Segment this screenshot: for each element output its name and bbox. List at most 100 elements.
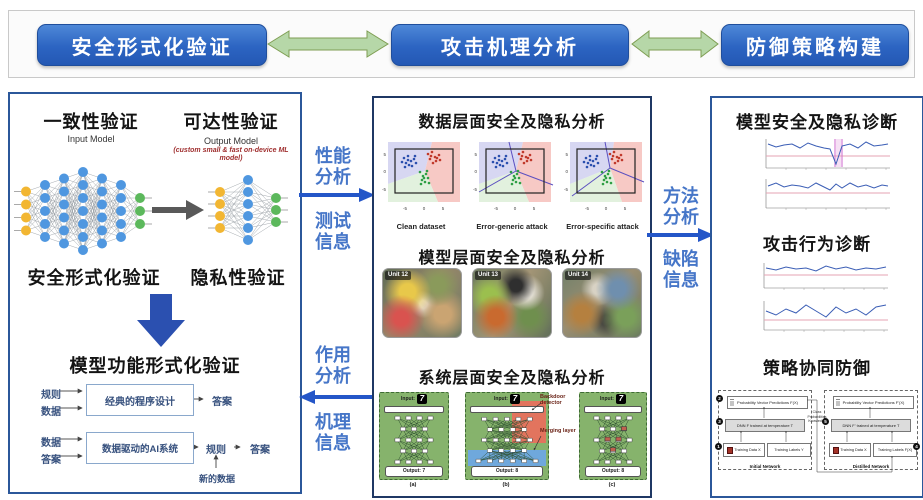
svg-text:5: 5 (533, 206, 536, 211)
input-label: Input: (600, 396, 614, 402)
heading-reachability-verification: 可达性验证 (183, 112, 279, 132)
connector-performance-line1: 性能 (315, 146, 351, 166)
heading-model-diagnosis: 模型安全及隐私诊断 (736, 113, 898, 132)
digit-image: 7 (615, 394, 626, 404)
dnn-box: DNN F trained at temperature T (725, 419, 805, 432)
diagnosis-chart-1 (765, 139, 890, 170)
heading-model-level-analysis: 模型层面安全及隐私分析 (418, 250, 606, 267)
feature-visualization-image: Unit 14 (562, 268, 642, 338)
feature-visualization-image: Unit 12 (382, 268, 462, 338)
network-c-svg (593, 415, 633, 465)
connector-defect-line2: 信息 (663, 270, 699, 290)
svg-text:5: 5 (442, 206, 445, 211)
double-arrow-icon (267, 30, 389, 58)
svg-text:-5: -5 (564, 187, 568, 192)
connector-performance-line2: 分析 (315, 167, 351, 187)
svg-text:0: 0 (565, 169, 568, 174)
caption-a: (a) (409, 482, 417, 488)
input-bar (384, 406, 444, 413)
svg-text:5: 5 (383, 152, 386, 157)
svg-text:0: 0 (423, 206, 426, 211)
data-icon (833, 446, 840, 454)
svg-text:-5: -5 (494, 206, 498, 211)
caption-error-specific: Error-specific attack (566, 222, 639, 231)
heading-security-verification: 安全形式化验证 (27, 268, 161, 288)
small-network-svg (208, 175, 288, 245)
double-arrow-icon (631, 29, 719, 59)
heading-privacy-verification: 隐私性验证 (190, 268, 286, 288)
connector-effect-line2: 分析 (315, 366, 351, 386)
distill-distilled-network: Probability Vector Predictions F'(X) DNN… (822, 390, 920, 470)
left-panel-formal-verification: 一致性验证 可达性验证 Input Model Output Model (cu… (8, 92, 302, 494)
svg-text:-5: -5 (403, 206, 407, 211)
training-data-label: Training Data X (734, 448, 761, 452)
flow-label-answer: 答案 (212, 397, 232, 408)
connector-test-line1: 测试 (315, 211, 351, 231)
connector-method-line1: 方法 (663, 186, 699, 206)
network-a-svg (394, 415, 434, 465)
poisoned-nodes (604, 426, 627, 452)
unit-label: Unit 12 (385, 271, 412, 280)
heading-attack-diagnosis: 攻击行为诊断 (763, 235, 871, 254)
input-row: Input: 7 (580, 394, 646, 404)
data-icon (727, 446, 734, 454)
digit-image: 7 (509, 394, 520, 404)
attack-chart-1 (763, 263, 888, 290)
flow-arrows-svg (60, 388, 241, 468)
scatter-error-specific: 5 0 -5 -5 0 5 (564, 141, 645, 211)
flow-label-answer2: 答案 (41, 455, 61, 466)
input-model-label: Input Model (67, 134, 115, 144)
gray-arrow-icon (152, 200, 204, 220)
training-data-box: Training Data X (829, 443, 871, 457)
initial-network-caption: Initial Network (749, 464, 781, 469)
output-bar: Output: 7 (385, 466, 443, 477)
left-arrow-icon (299, 390, 375, 404)
pvp-box: Probability Vector Predictions F(X) (727, 396, 808, 409)
big-network-svg (14, 167, 152, 255)
step-4-badge: 4 (913, 443, 920, 450)
distilled-network-caption: Distilled Network (852, 464, 890, 469)
training-labels-box: Training Labels Y (767, 443, 811, 457)
input-bar (470, 406, 544, 413)
right-panel-defense: 模型安全及隐私诊断 攻击行为诊断 策略协同防 (710, 96, 923, 498)
svg-text:0: 0 (474, 169, 477, 174)
svg-text:0: 0 (514, 206, 517, 211)
step-5-badge: 5 (822, 418, 829, 425)
sys-card-c: Input: 7 Output: 8 (579, 392, 647, 480)
flow-label-answer3: 答案 (250, 445, 270, 456)
training-data-box: Training Data X (723, 443, 765, 457)
distillation-diagram: Probability Vector Predictions F(X) DNN … (715, 386, 920, 492)
svg-text:5: 5 (565, 152, 568, 157)
network-b-svg (475, 416, 539, 463)
flow-label-data2: 数据 (41, 438, 61, 449)
middle-panel-attack-analysis: 数据层面安全及隐私分析 5 0 -5 -5 0 5 5 0 (372, 96, 652, 498)
distill-initial-network: Probability Vector Predictions F(X) DNN … (715, 390, 812, 470)
pvp-label: Probability Vector Predictions F'(X) (842, 400, 905, 405)
sys-card-a: Input: 7 Output: 7 (379, 392, 449, 480)
output-model-note: (custom small & fast on-device ML model) (173, 147, 289, 163)
input-label: Input: (494, 396, 508, 402)
connector-mechanism-line2: 信息 (315, 433, 351, 453)
banner-box-formal-verification: 安全形式化验证 (37, 24, 267, 66)
backdoor-detector-label: Backdoor detector (540, 394, 566, 407)
step-3-badge: 3 (716, 418, 723, 425)
banner-box-attack-analysis: 攻击机理分析 (391, 24, 629, 66)
feature-visualization-image: Unit 13 (472, 268, 552, 338)
output-bar: Output: 8 (585, 466, 641, 477)
svg-text:5: 5 (474, 152, 477, 157)
input-row: Input: 7 (380, 394, 448, 404)
heading-collaborative-defense: 策略协同防御 (763, 359, 871, 378)
svg-text:0: 0 (383, 169, 386, 174)
svg-text:5: 5 (624, 206, 627, 211)
training-labels-box: Training Labels F(X) (873, 443, 917, 457)
svg-text:0: 0 (605, 206, 608, 211)
svg-text:-5: -5 (585, 206, 589, 211)
sys-card-b: Input: 7 Output: 8 (465, 392, 549, 480)
step-1-badge: 1 (715, 443, 722, 450)
heading-consistency-verification: 一致性验证 (43, 112, 139, 132)
unit-label: Unit 14 (565, 271, 592, 280)
right-arrow-icon (299, 188, 375, 202)
heading-model-functional-verification: 模型功能形式化验证 (69, 356, 241, 376)
flow-box-data-driven-ai: 数据驱动的AI系统 (86, 432, 194, 464)
